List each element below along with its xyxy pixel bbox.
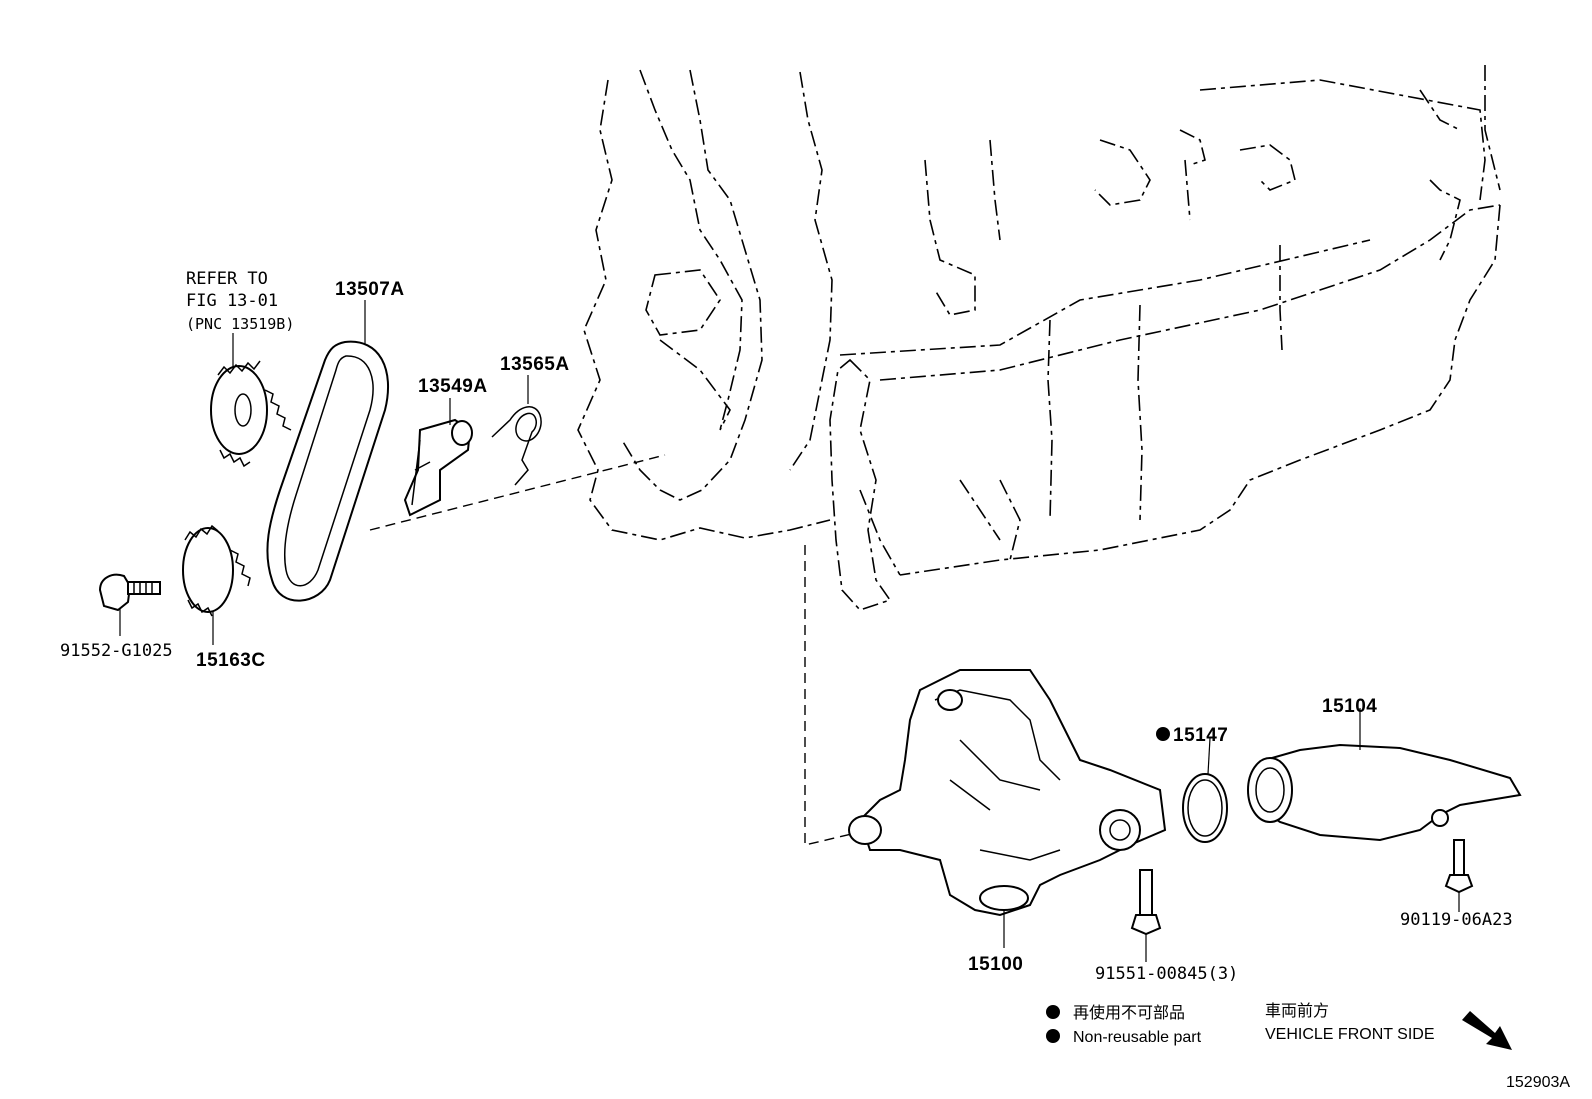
- nonreusable-marker-15147: [1156, 727, 1170, 741]
- crank-sprocket-reference: [210, 360, 292, 468]
- bolt-90119-06a23: [1444, 839, 1474, 894]
- front-direction-arrow-icon: [1462, 1011, 1512, 1050]
- figure-id: 152903A: [1506, 1074, 1570, 1091]
- oil-strainer-15104: [1247, 743, 1522, 842]
- o-ring-15147: [1182, 773, 1228, 843]
- legend-bullet-en: [1046, 1029, 1060, 1043]
- timing-chain-13507a: [266, 340, 390, 602]
- legend-front-en: VEHICLE FRONT SIDE: [1265, 1026, 1435, 1043]
- reference-line-3: (PNC 13519B): [186, 315, 294, 333]
- callout-13507a: 13507A: [335, 279, 405, 300]
- callout-90119-06a23: 90119-06A23: [1400, 910, 1513, 930]
- legend-nonreusable-jp: 再使用不可部品: [1073, 1004, 1185, 1022]
- reference-line-2: FIG 13-01: [186, 291, 278, 311]
- bolt-91552-g1025: [98, 573, 161, 612]
- legend-nonreusable-en: Non-reusable part: [1073, 1029, 1202, 1046]
- callout-13565a: 13565A: [500, 354, 570, 375]
- legend-front-jp: 車両前方: [1265, 1002, 1329, 1020]
- legend: 再使用不可部品 Non-reusable part 車両前方 VEHICLE F…: [1046, 1002, 1512, 1050]
- tensioner-arm-13549a: [403, 418, 473, 517]
- callout-15147: 15147: [1173, 725, 1228, 746]
- pump-install-line: [804, 545, 861, 846]
- bolt-91551-00845: [1130, 869, 1162, 936]
- leader-lines: [119, 300, 1460, 962]
- tensioner-spring-13565a: [491, 406, 542, 486]
- callout-15163c: 15163C: [196, 650, 266, 671]
- legend-bullet-jp: [1046, 1005, 1060, 1019]
- engine-block-ghost-outline: [577, 65, 1501, 611]
- callout-91551-00845: 91551-00845(3): [1095, 964, 1238, 984]
- chain-install-line: [369, 454, 666, 531]
- callout-91552-g1025: 91552-G1025: [60, 641, 173, 661]
- callout-15104: 15104: [1322, 696, 1377, 717]
- callout-15100: 15100: [968, 954, 1023, 975]
- oil-pump-assembly-15100: [848, 669, 1167, 917]
- oil-pump-drive-sprocket-15163c: [182, 524, 251, 617]
- reference-line-1: REFER TO: [186, 269, 268, 289]
- callout-13549a: 13549A: [418, 376, 488, 397]
